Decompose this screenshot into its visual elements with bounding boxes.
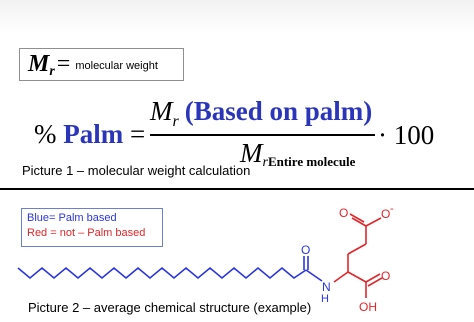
carboxylate-oxygen-minus: O — [381, 207, 390, 221]
amide-hydrogen: H — [321, 293, 329, 305]
legend-blue-entry: Blue= Palm based — [27, 212, 117, 224]
palm-percentage-formula: % Palm = Mr(Based on palm) MrEntire mole… — [34, 96, 435, 170]
numerator-text: (Based on palm) — [184, 96, 373, 126]
mr-equals: = — [56, 51, 71, 77]
percent-symbol: % — [34, 119, 57, 149]
acid-carbonyl-oxygen: O — [381, 269, 390, 283]
formula-multiplier: · 100 — [378, 120, 435, 150]
numerator-symbol: M — [150, 96, 173, 126]
denominator-symbol: M — [240, 138, 263, 168]
carbonyl-oxygen: O — [301, 243, 310, 257]
picture-1-caption: Picture 1 – molecular weight calculation — [22, 163, 251, 178]
acid-hydroxyl: OH — [359, 300, 377, 314]
side-chain-2 — [347, 243, 367, 255]
formula-lhs: % Palm = — [34, 119, 145, 150]
legend-red-entry: Red = not – Palm based — [27, 227, 146, 239]
carboxylate-single-bond — [365, 217, 382, 227]
amide-bond — [305, 269, 323, 282]
alpha-to-acid-carbon — [347, 271, 367, 283]
chemical-structure: O N H O OH O O - — [17, 203, 394, 314]
denominator-text: Entire molecule — [267, 154, 356, 169]
mr-definition-text: molecular weight — [75, 59, 158, 72]
formula-denominator: MrEntire molecule — [240, 138, 356, 170]
section-divider — [0, 188, 474, 190]
formula-numerator: Mr (Based on palm) — [150, 96, 373, 130]
carboxylate-double-bond-2 — [349, 213, 365, 223]
n-to-alpha-carbon — [333, 271, 349, 283]
color-legend-box: Blue= Palm based Red = not – Palm based — [21, 208, 163, 247]
fraction-line — [150, 134, 375, 136]
amide-nitrogen: N — [322, 280, 331, 294]
mr-symbol: M — [28, 51, 50, 77]
denominator-subscript: r — [262, 155, 268, 170]
top-gradient-band — [0, 0, 474, 34]
mr-subscript: r — [49, 63, 55, 79]
carboxylate-double-bond — [351, 217, 367, 227]
picture-2-caption: Picture 2 – average chemical structure (… — [28, 300, 312, 315]
acid-c-double-o — [365, 273, 381, 283]
carboxylate-oxygen: O — [339, 206, 348, 220]
numerator-subscript: r — [172, 113, 179, 130]
acid-c-double-o-2 — [367, 277, 383, 287]
negative-charge: - — [390, 203, 394, 215]
palm-word: Palm — [63, 119, 124, 149]
formula-equals: = — [130, 119, 146, 149]
palm-hydrocarbon-chain — [17, 266, 307, 280]
